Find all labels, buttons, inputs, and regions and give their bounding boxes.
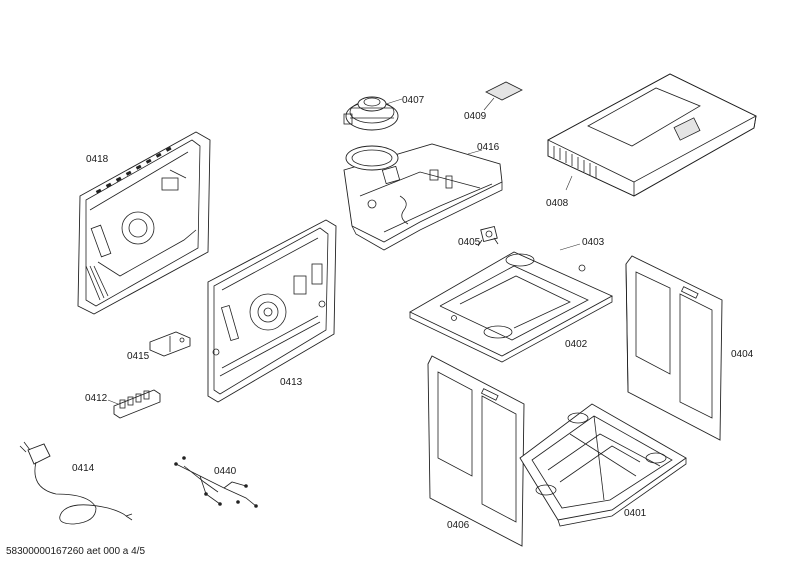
- callout-0404: 0404: [731, 349, 754, 360]
- terminal-block-0412: [107, 389, 161, 419]
- callout-0408: 0408: [546, 198, 569, 209]
- rear-wall-0413: [207, 219, 337, 403]
- callout-0403: 0403: [582, 237, 605, 248]
- callout-0414: 0414: [72, 463, 95, 474]
- callout-0409: 0409: [464, 111, 487, 122]
- callout-0401: 0401: [624, 508, 647, 519]
- callout-0413: 0413: [280, 377, 303, 388]
- fan-motor-0407: [343, 96, 403, 131]
- cavity-bottom-0401: [519, 403, 687, 527]
- callout-0412: 0412: [85, 393, 108, 404]
- callout-0405: 0405: [458, 237, 481, 248]
- drawing-reference-footer: 58300000167260 aet 000 a 4/5: [6, 546, 146, 557]
- sensor-0405: [477, 225, 499, 247]
- wiring-harness-0440: [174, 456, 258, 508]
- callout-0407: 0407: [402, 95, 425, 106]
- power-cable-0414: [19, 441, 133, 525]
- cavity-top-0403: [409, 243, 614, 363]
- callout-0415: 0415: [127, 351, 150, 362]
- top-housing-0408: [547, 73, 757, 197]
- label-sheet-0409: [483, 81, 523, 111]
- bracket-0415: [149, 331, 191, 357]
- callout-0406: 0406: [447, 520, 470, 531]
- callout-0440: 0440: [214, 466, 237, 477]
- back-panel-0418: [77, 131, 211, 315]
- side-wall-0406: [427, 355, 525, 547]
- callout-0416: 0416: [477, 142, 500, 153]
- fan-cover-0416: [343, 143, 503, 251]
- side-wall-0404: [625, 255, 723, 441]
- callout-0402: 0402: [565, 339, 588, 350]
- callout-0418: 0418: [86, 154, 109, 165]
